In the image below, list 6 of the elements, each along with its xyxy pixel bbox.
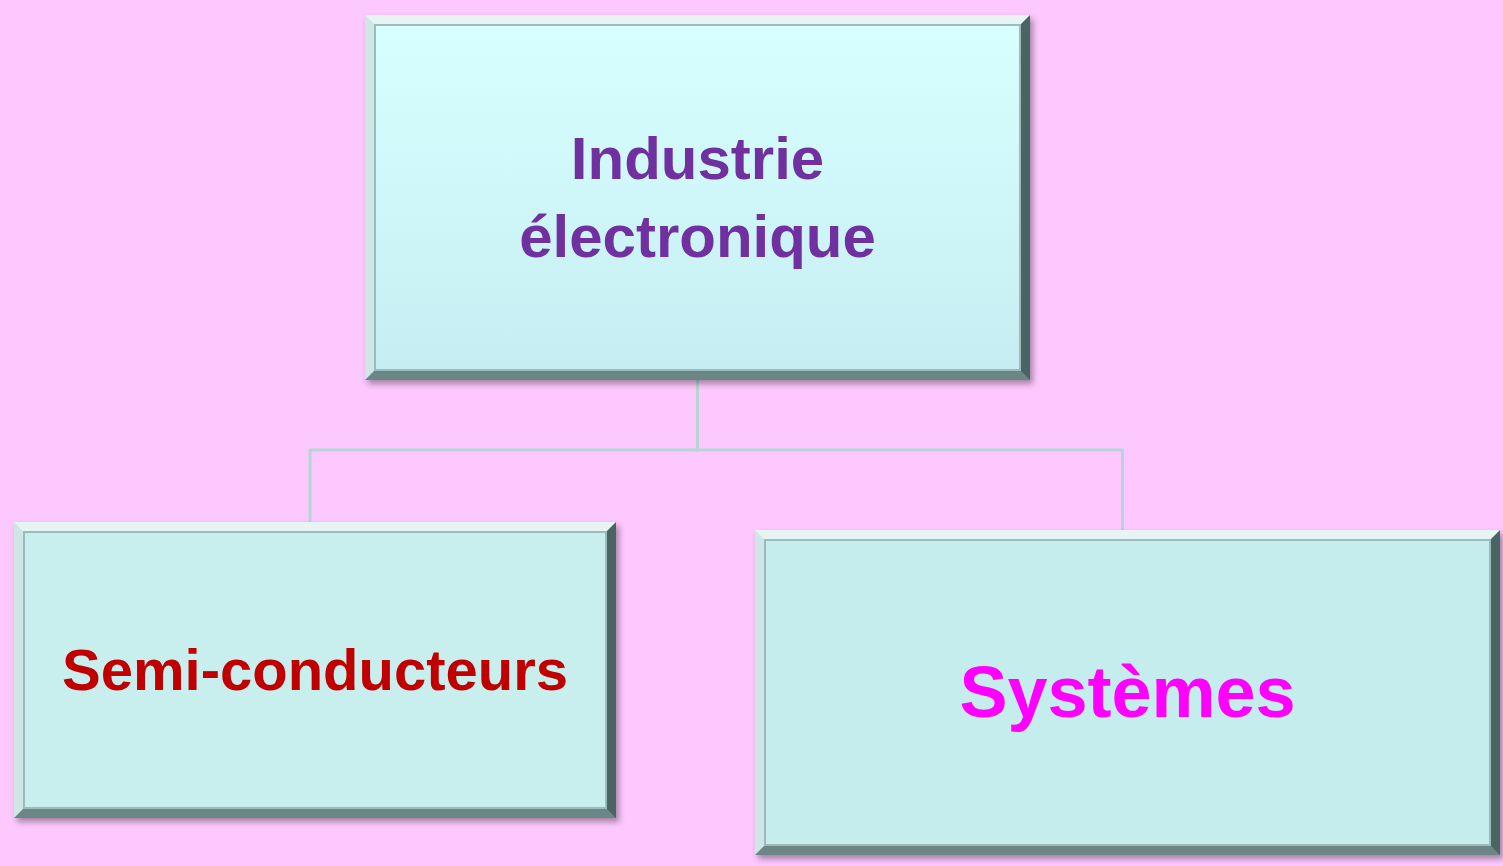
node-label: Industrie électronique (518, 123, 877, 272)
node-label: Semi-conducteurs (62, 636, 568, 705)
process-box (365, 15, 1030, 380)
process-box (755, 530, 1500, 855)
process-box (14, 522, 616, 818)
node-label: Systèmes (959, 650, 1296, 734)
